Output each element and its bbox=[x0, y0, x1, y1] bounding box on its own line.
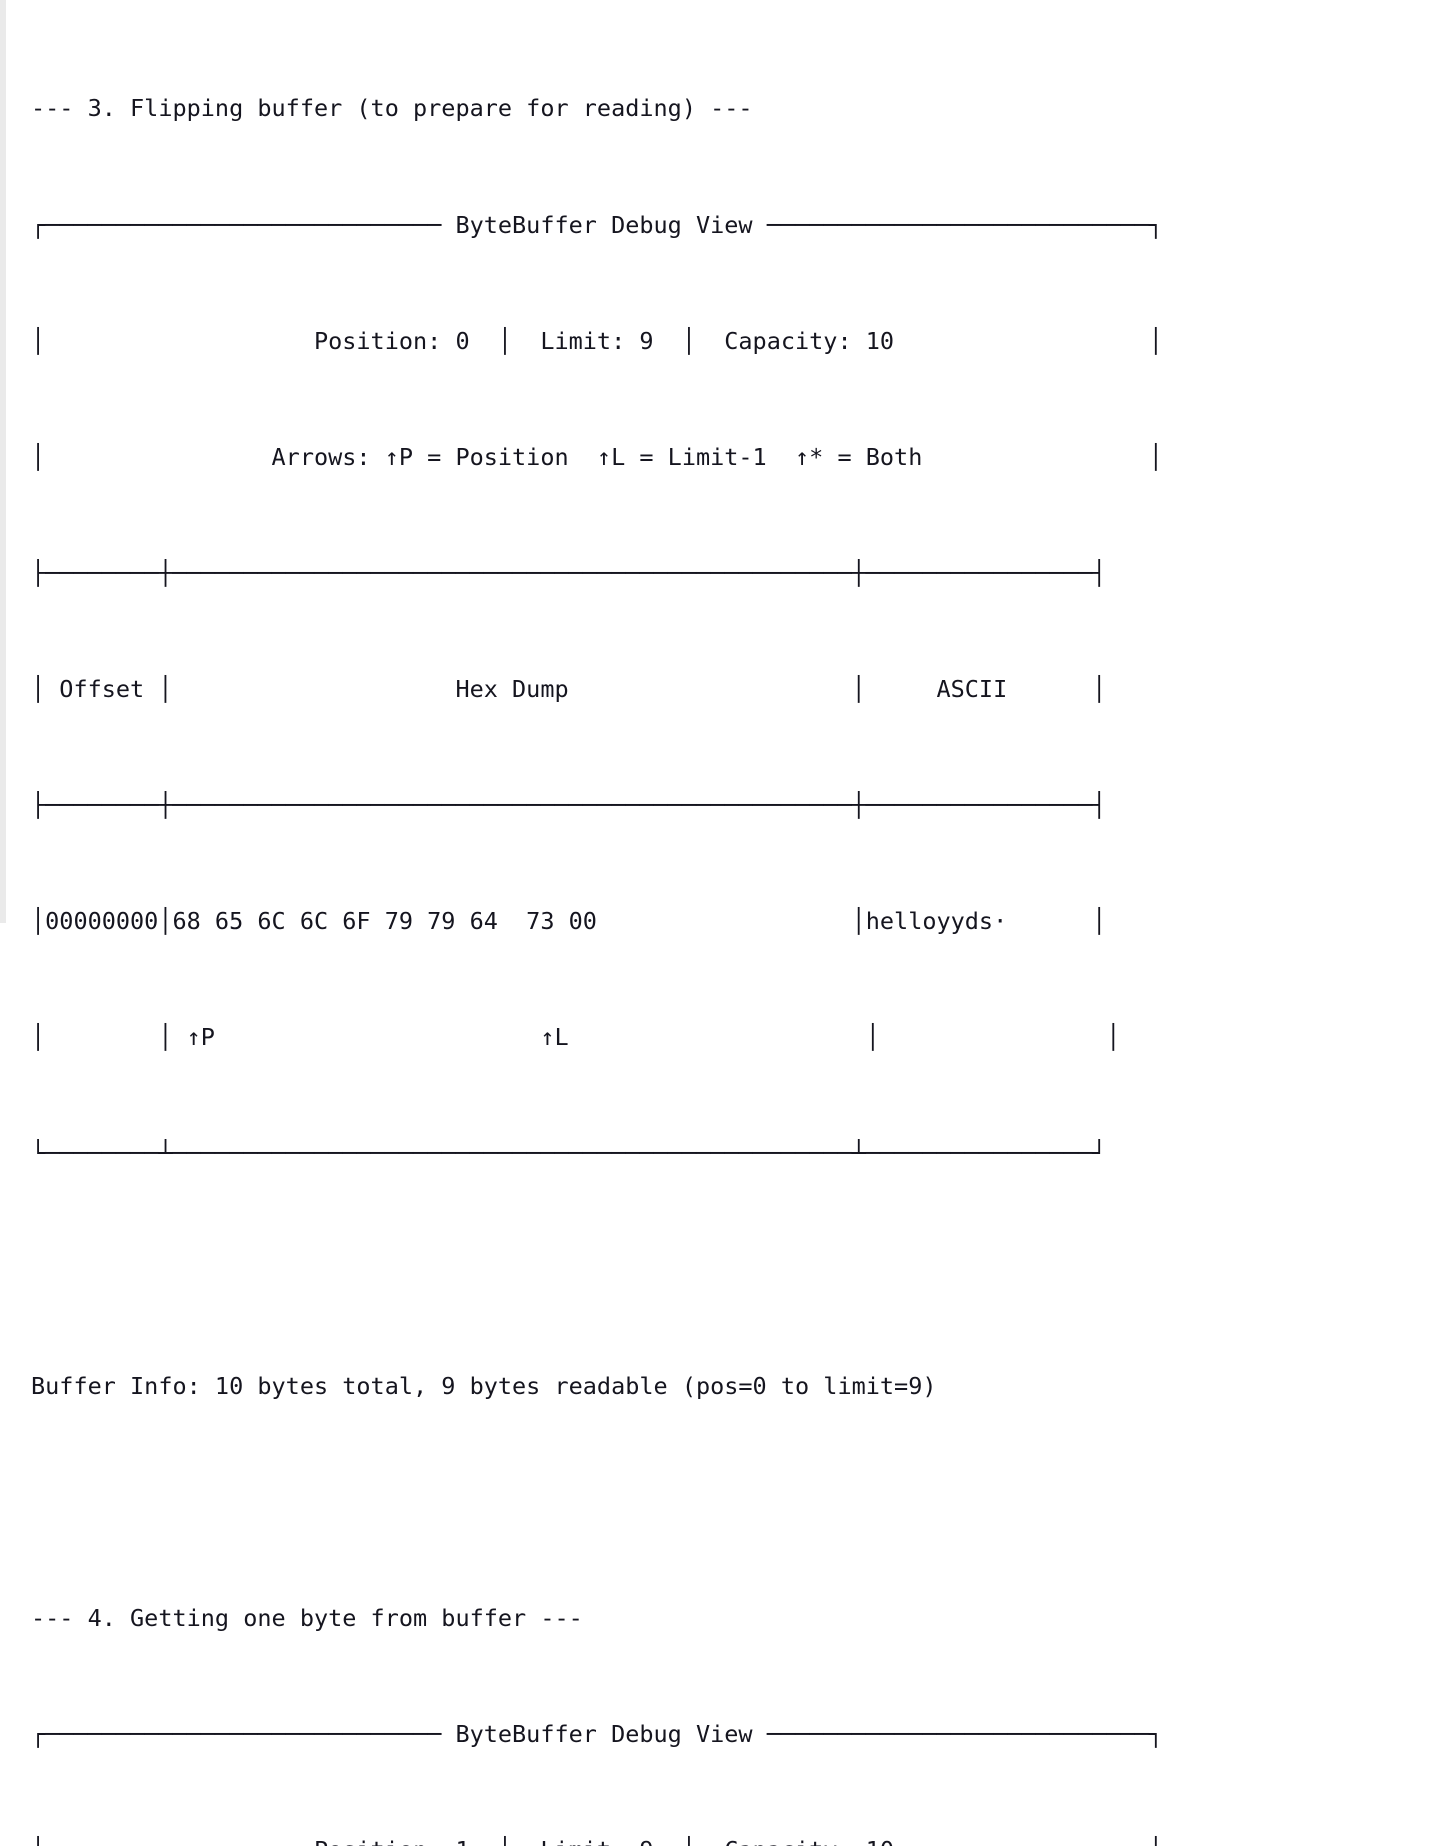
buffer-info-text: Buffer Info: 10 bytes total, 9 bytes rea… bbox=[31, 1371, 937, 1400]
bytebuffer-view-1-column-headers: │ Offset │ Hex Dump │ ASCII │ bbox=[31, 674, 1107, 703]
bytebuffer-view-2-top-border: ┌──────────────────────────── ByteBuffer… bbox=[31, 1719, 1163, 1748]
bytebuffer-view-1-arrow-markers-row: │ │ ↑P ↑L │ │ bbox=[31, 1023, 1121, 1052]
blank-line-1 bbox=[31, 1251, 1163, 1290]
section-4-heading: --- 4. Getting one byte from buffer --- bbox=[31, 1603, 583, 1632]
bytebuffer-view-2-status-row: │ Position: 1 │ Limit: 9 │ Capacity: 10 … bbox=[31, 1831, 1163, 1846]
bytebuffer-view-1-top-border: ┌──────────────────────────── ByteBuffer… bbox=[31, 210, 1163, 239]
bytebuffer-view-1-header-separator-bottom: ├────────┼──────────────────────────────… bbox=[31, 791, 1107, 820]
section-3-heading: --- 3. Flipping buffer (to prepare for r… bbox=[31, 94, 753, 123]
left-gutter bbox=[0, 0, 6, 923]
bytebuffer-view-1-status-row: │ Position: 0 │ Limit: 9 │ Capacity: 10 … bbox=[31, 326, 1163, 355]
bytebuffer-view-1-bottom-border: └────────┴──────────────────────────────… bbox=[31, 1139, 1107, 1168]
bytebuffer-view-1-arrows-legend: │ Arrows: ↑P = Position ↑L = Limit-1 ↑* … bbox=[31, 442, 1163, 471]
blank-line-2 bbox=[31, 1483, 1163, 1522]
bytebuffer-view-1-data-row: │00000000│68 65 6C 6C 6F 79 79 64 73 00 … bbox=[31, 907, 1107, 936]
terminal-output: --- 3. Flipping buffer (to prepare for r… bbox=[31, 12, 1163, 1846]
bytebuffer-view-1-header-separator-top: ├────────┼──────────────────────────────… bbox=[31, 558, 1107, 587]
